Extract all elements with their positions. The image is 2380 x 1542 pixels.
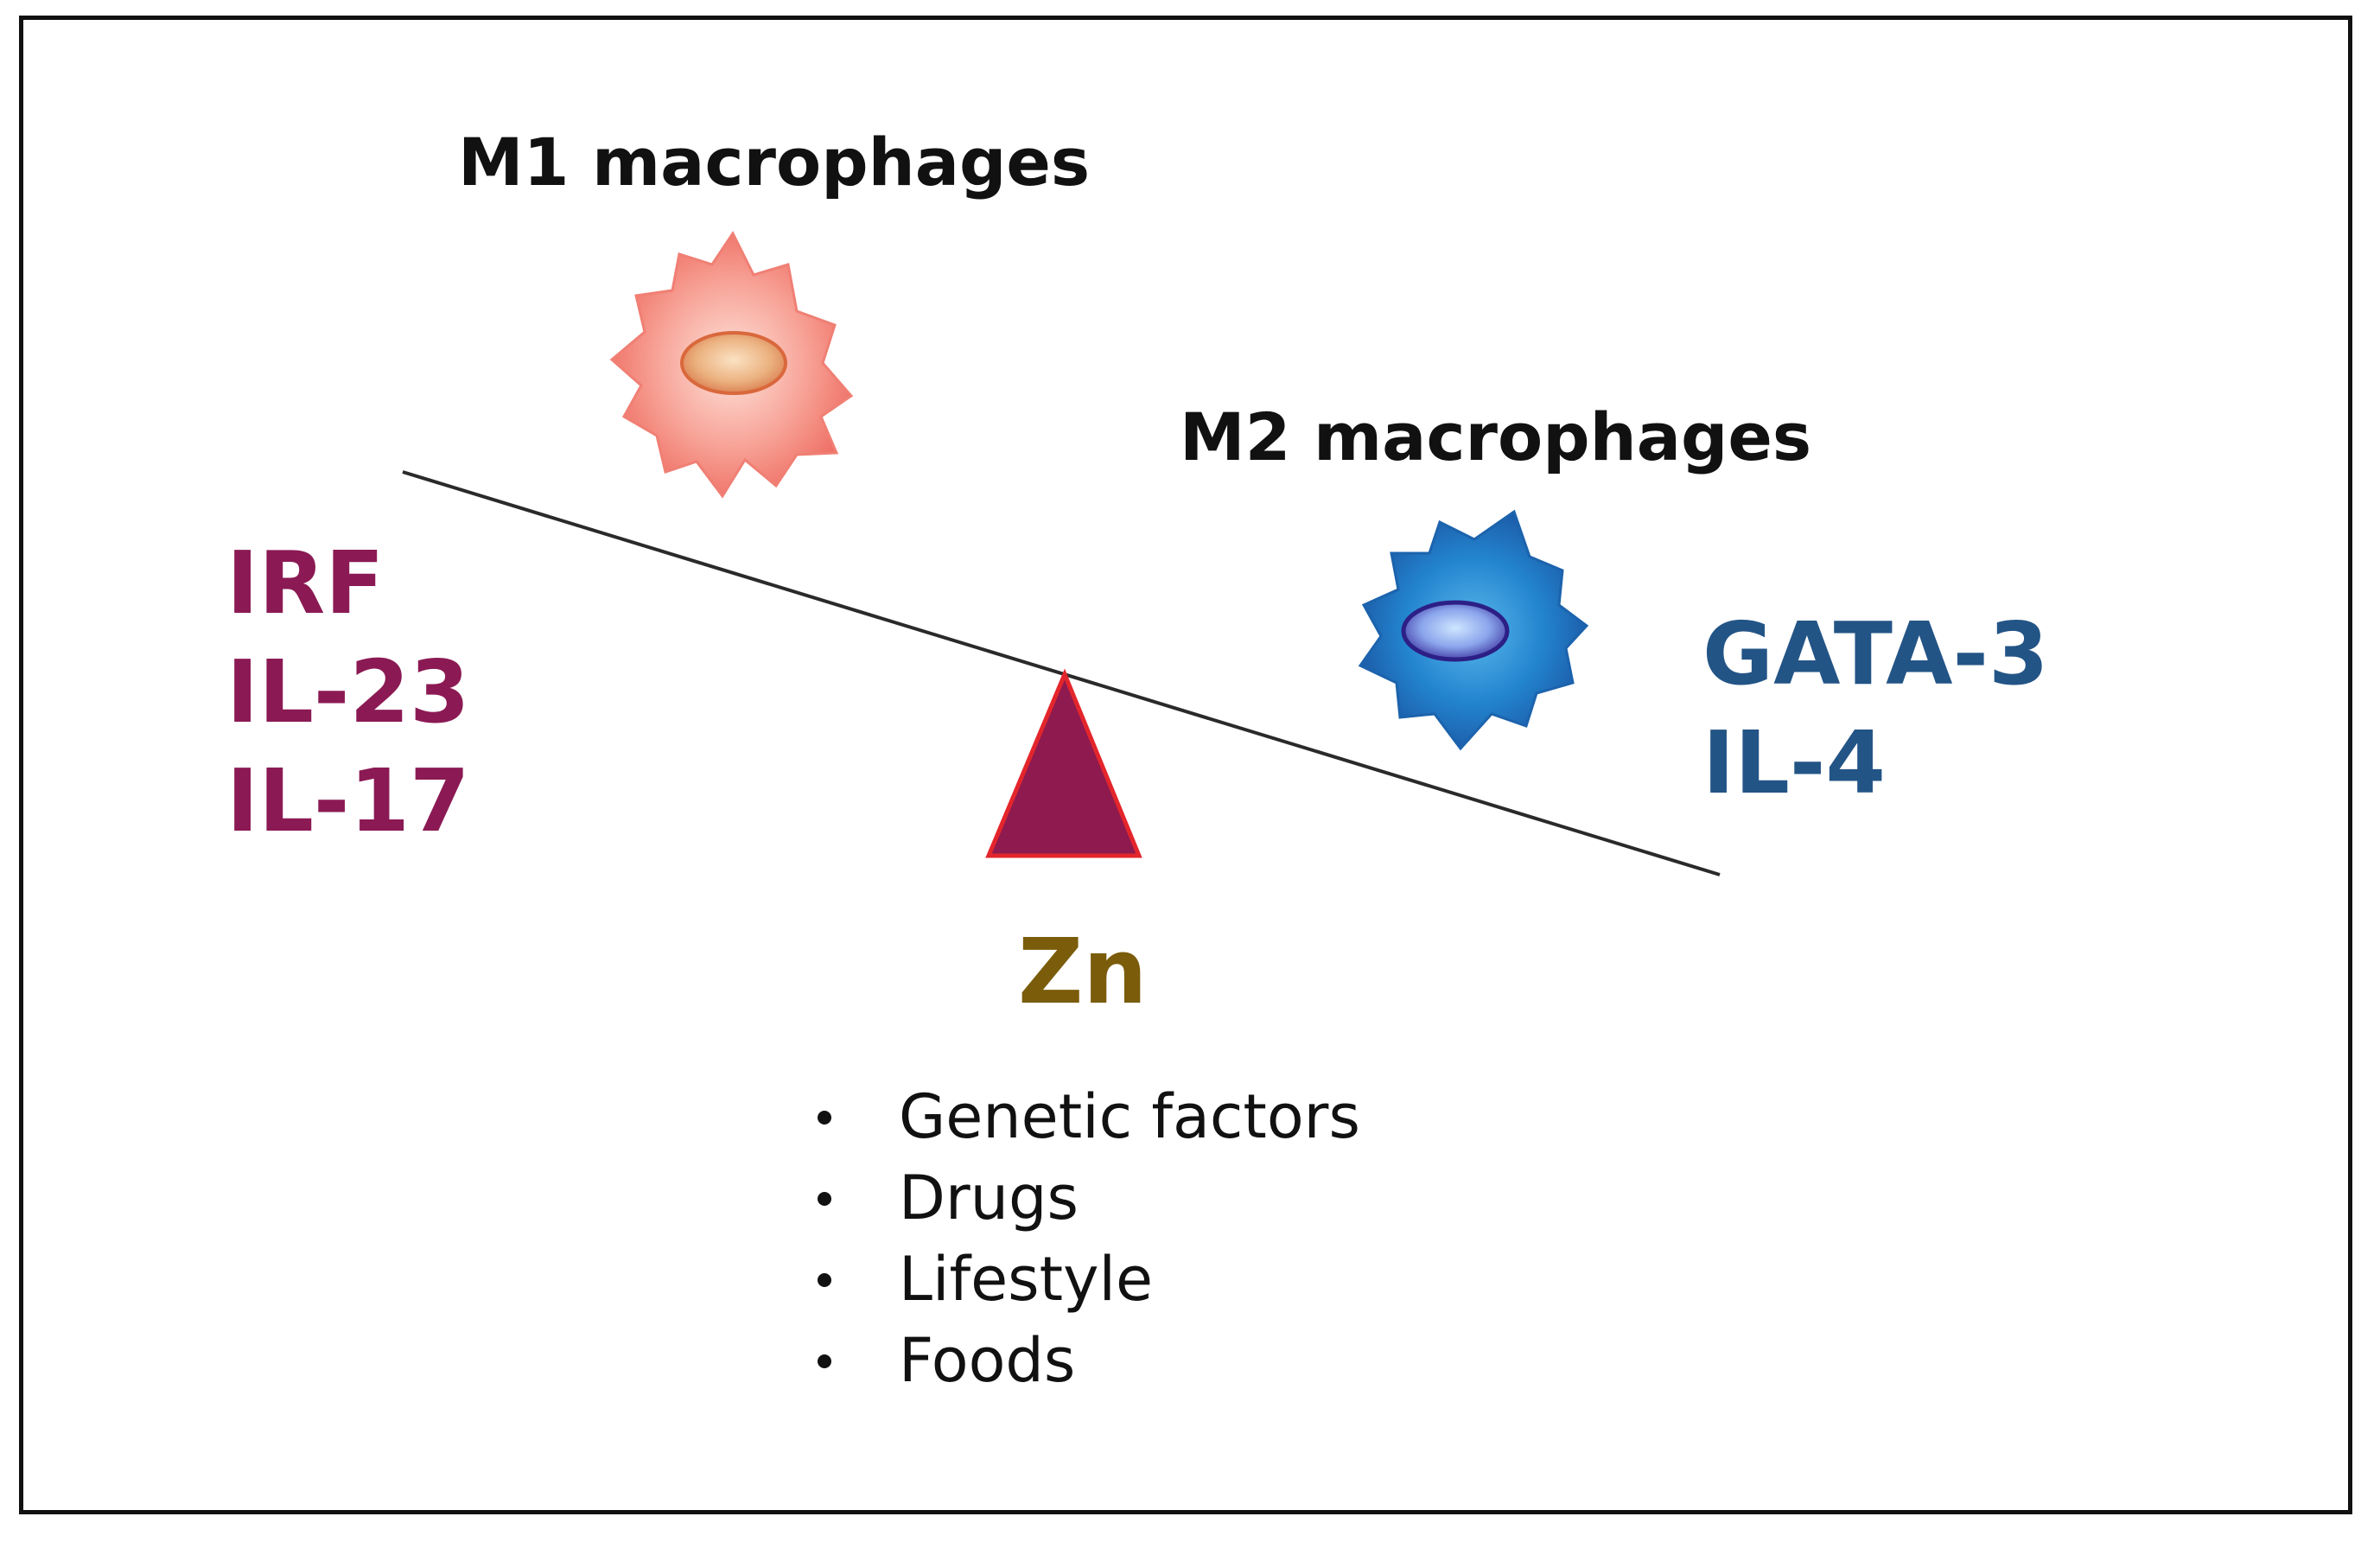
m1-marker: IL-17 [226,750,470,851]
m1-marker: IRF [226,532,385,634]
fulcrum-triangle-icon [985,668,1142,858]
factor-item: Lifestyle [812,1239,1360,1320]
balance-beam [402,470,1721,876]
m2-macrophages-title: M2 macrophages [1180,398,1812,475]
m2-marker: GATA-3 [1702,603,2049,704]
factor-list: Genetic factors Drugs Lifestyle Foods [812,1076,1360,1401]
m2-marker-list: GATA-3 IL-4 [1702,600,2049,818]
m1-marker-list: IRF IL-23 IL-17 [226,529,470,856]
m1-macrophage-icon [609,231,854,499]
zinc-label: Zn [1018,919,1148,1024]
m2-marker: IL-4 [1702,712,1887,813]
factor-item: Genetic factors [812,1076,1360,1157]
factor-item: Foods [812,1320,1360,1401]
factor-item: Drugs [812,1157,1360,1239]
m1-macrophages-title: M1 macrophages [458,124,1091,201]
m1-marker: IL-23 [226,641,470,742]
m2-macrophage-icon [1358,509,1589,751]
figure-frame [19,16,2352,1514]
